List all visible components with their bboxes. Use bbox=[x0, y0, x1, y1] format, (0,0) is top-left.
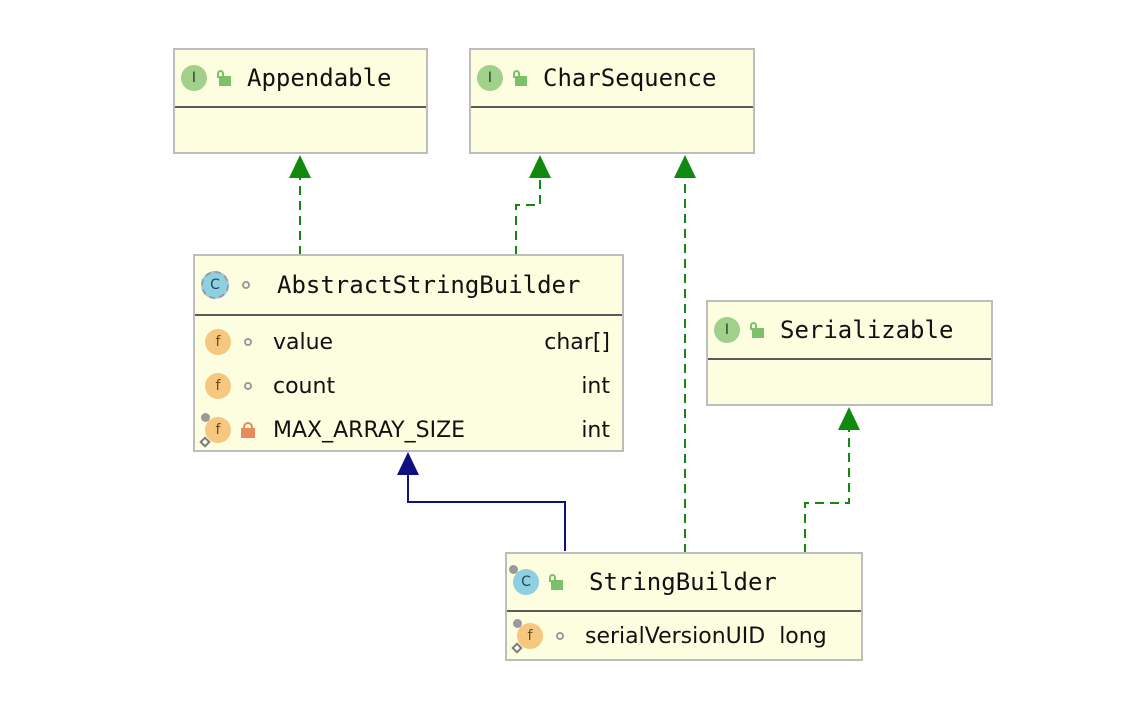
interface-icon: I bbox=[714, 317, 740, 343]
package-visibility-icon bbox=[235, 274, 257, 296]
node-abstractstringbuilder[interactable]: C AbstractStringBuilder f value char[] f… bbox=[193, 254, 624, 452]
node-asb-header: C AbstractStringBuilder bbox=[195, 256, 622, 316]
node-appendable[interactable]: I Appendable bbox=[173, 48, 428, 154]
edge-asb-charsequence bbox=[515, 178, 541, 255]
field-name: count bbox=[273, 373, 336, 399]
public-lock-icon bbox=[213, 67, 235, 89]
node-charsequence[interactable]: I CharSequence bbox=[469, 48, 755, 154]
static-final-field-icon: f bbox=[511, 619, 543, 654]
node-asb-fields: f value char[] f count int f MAX_ARRAY_S… bbox=[195, 316, 622, 452]
interface-icon: I bbox=[181, 65, 207, 91]
field-kind-label: f bbox=[527, 628, 533, 644]
node-stringbuilder[interactable]: C StringBuilder f serialVersionUID long bbox=[505, 552, 863, 661]
field-row[interactable]: f serialVersionUID long bbox=[507, 614, 861, 658]
package-visibility-icon bbox=[549, 625, 571, 647]
package-visibility-icon bbox=[237, 375, 259, 397]
node-sb-title: StringBuilder bbox=[589, 568, 777, 596]
field-kind-label: f bbox=[215, 422, 221, 438]
node-charsequence-title: CharSequence bbox=[543, 64, 717, 92]
interface-icon: I bbox=[477, 65, 503, 91]
node-sb-fields: f serialVersionUID long bbox=[507, 612, 861, 658]
field-name: MAX_ARRAY_SIZE bbox=[273, 417, 466, 443]
arrowhead-charsequence-right bbox=[674, 155, 696, 178]
private-lock-icon bbox=[237, 419, 259, 441]
node-serializable-header: I Serializable bbox=[708, 302, 991, 360]
field-type: int bbox=[581, 373, 610, 399]
node-charsequence-header: I CharSequence bbox=[471, 50, 753, 108]
edge-sb-serializable bbox=[804, 430, 850, 553]
arrowhead-asb bbox=[397, 452, 419, 475]
abstract-class-icon: C bbox=[201, 271, 229, 299]
field-name: value bbox=[273, 329, 334, 355]
field-type: int bbox=[581, 417, 610, 443]
node-serializable-title: Serializable bbox=[780, 316, 954, 344]
node-appendable-header: I Appendable bbox=[175, 50, 426, 108]
edge-sb-asb bbox=[407, 475, 566, 551]
arrowhead-appendable bbox=[289, 155, 311, 178]
field-name: serialVersionUID bbox=[585, 623, 766, 649]
node-sb-header: C StringBuilder bbox=[507, 554, 861, 612]
static-final-field-icon: f bbox=[199, 413, 231, 448]
field-row[interactable]: f value char[] bbox=[195, 320, 622, 364]
node-appendable-title: Appendable bbox=[247, 64, 392, 92]
public-lock-icon bbox=[545, 571, 567, 593]
class-icon: C bbox=[509, 565, 539, 595]
field-row[interactable]: f MAX_ARRAY_SIZE int bbox=[195, 408, 622, 452]
arrowhead-charsequence-left bbox=[529, 155, 551, 178]
field-type: char[] bbox=[544, 329, 610, 355]
node-serializable[interactable]: I Serializable bbox=[706, 300, 993, 406]
node-asb-title: AbstractStringBuilder bbox=[277, 271, 581, 299]
public-lock-icon bbox=[746, 319, 768, 341]
arrowhead-serializable bbox=[838, 407, 860, 430]
package-visibility-icon bbox=[237, 331, 259, 353]
field-type: long bbox=[779, 623, 827, 649]
field-row[interactable]: f count int bbox=[195, 364, 622, 408]
field-icon: f bbox=[205, 329, 231, 355]
class-kind-label: C bbox=[521, 574, 531, 590]
public-lock-icon bbox=[509, 67, 531, 89]
field-icon: f bbox=[205, 373, 231, 399]
